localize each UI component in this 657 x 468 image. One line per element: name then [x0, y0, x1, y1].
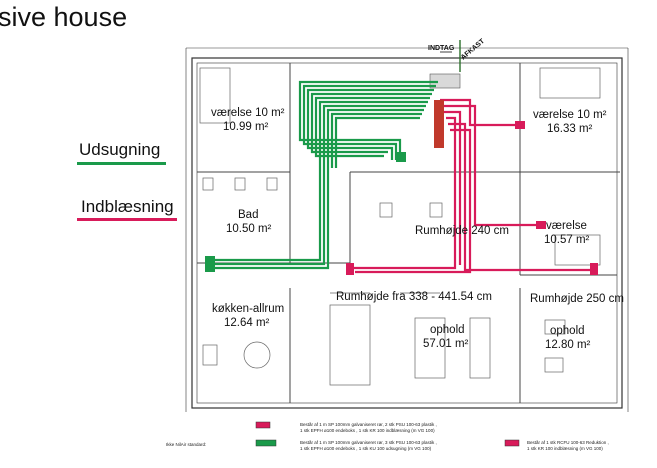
note1-line-b: 1 stk EPFH ø100 endeboks , 1 stk KR 100 … — [300, 428, 435, 433]
kitchen-area: 12.64 m² — [224, 317, 270, 329]
legend-supply-line — [77, 218, 177, 221]
supply-valve-room-e — [536, 221, 546, 229]
note3-line-b: 1 stk KR 100 indblæsning (m VG 100) — [527, 446, 603, 451]
bath-area: 10.50 m² — [226, 223, 272, 235]
note3-swatch — [504, 439, 520, 447]
bath-name: Bad — [238, 209, 258, 221]
note2-line-b: 1 stk EPFH ø100 endeboks , 1 stk KU 100 … — [300, 446, 432, 451]
legend-exhaust-line — [77, 162, 166, 165]
supply-manifold — [434, 100, 444, 148]
exhaust-ducts — [212, 80, 438, 270]
legend-supply-label: Indblæsning — [81, 197, 174, 216]
living-name: ophold — [430, 324, 465, 336]
page-title: sive house — [0, 2, 128, 32]
note1-swatch — [255, 421, 271, 429]
furniture — [199, 67, 601, 386]
exhaust-valve-bath — [205, 256, 215, 272]
note2-line-a: Består af 1 m SP 100mm galvaniseret rør,… — [300, 439, 437, 445]
standard-note: Ikke NilAir standard: — [166, 442, 206, 447]
east-height: Rumhøjde 250 cm — [530, 293, 624, 305]
room-e-area: 10.57 m² — [544, 234, 590, 246]
living-area: 57.01 m² — [423, 338, 469, 350]
supply-ducts — [350, 98, 595, 274]
supply-valve-living-e — [590, 263, 598, 275]
note3-line-a: Består af 1 stk RCFU 100-63 Reduktion , — [527, 439, 609, 445]
room-ne-area: 16.33 m² — [547, 123, 593, 135]
hall-height: Rumhøjde 240 cm — [415, 225, 509, 237]
intake-label: INDTAG — [428, 45, 455, 52]
kitchen-name: køkken-allrum — [212, 303, 284, 315]
main-height: Rumhøjde fra 338 - 441.54 cm — [336, 291, 492, 303]
exhaust-valve-hall — [396, 152, 406, 162]
room-nw-name: værelse 10 m² — [211, 107, 285, 119]
room-ne-name: værelse 10 m² — [533, 109, 607, 121]
note2-swatch — [255, 439, 277, 447]
supply-valve-living-w — [346, 263, 354, 275]
interior-walls — [197, 63, 620, 403]
outer-walls — [185, 47, 629, 412]
note1-line-a: Består af 1 m SP 100mm galvaniseret rør,… — [300, 421, 437, 427]
living-e-name: ophold — [550, 325, 585, 337]
room-nw-area: 10.99 m² — [223, 121, 269, 133]
room-e-name: værelse — [546, 220, 587, 232]
supply-valve-room-ne — [515, 121, 525, 129]
living-e-area: 12.80 m² — [545, 339, 591, 351]
legend-exhaust-label: Udsugning — [79, 140, 161, 159]
